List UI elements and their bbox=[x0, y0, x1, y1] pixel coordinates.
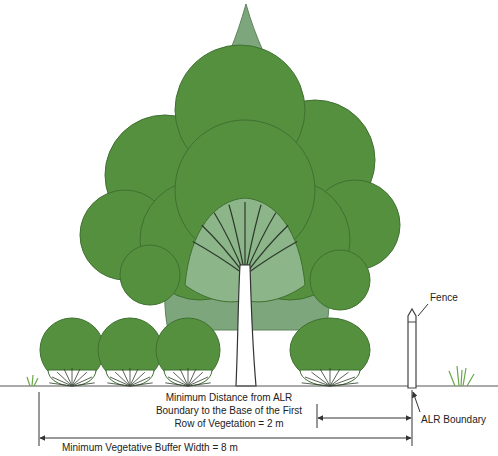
tree-branches bbox=[193, 202, 297, 275]
grass bbox=[27, 366, 474, 386]
dimension-ticks bbox=[39, 390, 412, 446]
dimension-line-8m bbox=[40, 438, 411, 439]
fence-label: Fence bbox=[428, 291, 460, 304]
tree-trunk bbox=[236, 265, 256, 386]
boundary-leader bbox=[413, 392, 420, 412]
dimension-line-2m bbox=[318, 418, 411, 419]
buffer-width-label: Minimum Vegetative Buffer Width = 8 m bbox=[60, 441, 240, 454]
boundary-label: ALR Boundary bbox=[419, 413, 488, 426]
fence-leader bbox=[418, 304, 428, 316]
fence-post bbox=[408, 309, 416, 388]
fence-post-band bbox=[408, 322, 416, 323]
shrub-row bbox=[40, 318, 370, 386]
distance-dimension-label: Minimum Distance from ALR Boundary to th… bbox=[146, 391, 312, 430]
ground-line bbox=[0, 386, 498, 387]
